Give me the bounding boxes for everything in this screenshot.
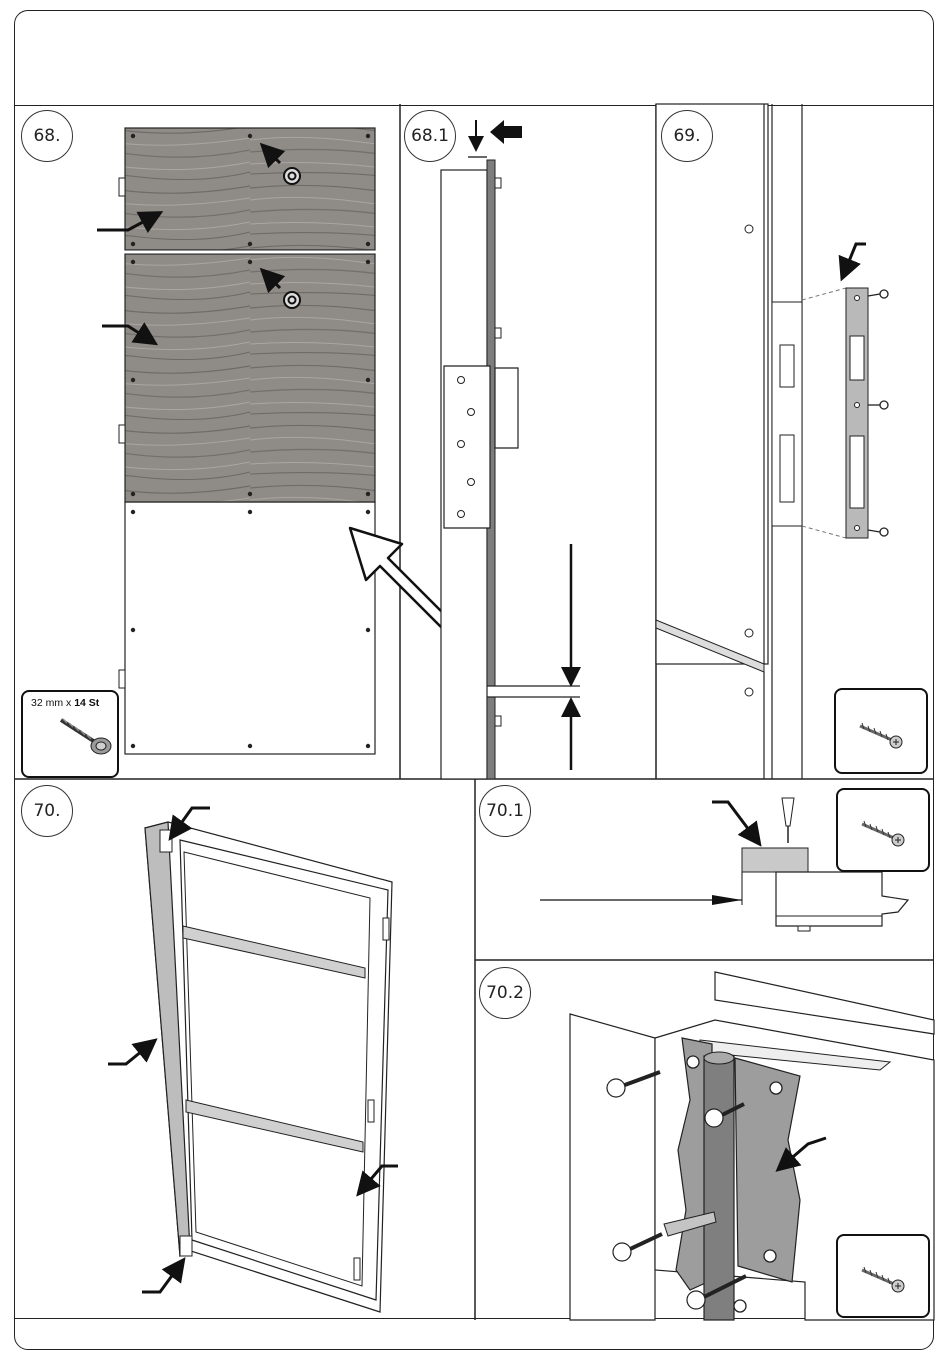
screw-icon <box>23 692 117 776</box>
step-69-badge: 69. <box>661 110 713 162</box>
step-70-2-badge: 70.2 <box>479 967 531 1019</box>
step-70-1-label: 70.1 <box>486 801 524 821</box>
panel-68-illustration <box>97 128 470 754</box>
screw-icon <box>836 690 926 772</box>
step-68-1-label: 68.1 <box>411 126 449 146</box>
screw-icon-box-70-1 <box>836 788 930 872</box>
fastener-callout: 32 mm x 14 St <box>21 690 119 778</box>
step-70-2-label: 70.2 <box>486 983 524 1003</box>
screw-icon-box-70-2 <box>836 1234 930 1318</box>
step-68-badge: 68. <box>21 110 73 162</box>
step-70-badge: 70. <box>21 785 73 837</box>
panel-69-illustration <box>656 104 888 779</box>
panel-68-1-illustration <box>441 120 580 779</box>
panel-70-illustration <box>108 808 398 1312</box>
screw-icon-box-69 <box>834 688 928 774</box>
step-68-label: 68. <box>33 126 60 146</box>
step-68-1-badge: 68.1 <box>404 110 456 162</box>
screw-icon <box>868 290 888 536</box>
step-70-1-badge: 70.1 <box>479 785 531 837</box>
screw-icon <box>838 790 928 870</box>
step-70-label: 70. <box>33 801 60 821</box>
screw-icon <box>838 1236 928 1316</box>
step-69-label: 69. <box>673 126 700 146</box>
